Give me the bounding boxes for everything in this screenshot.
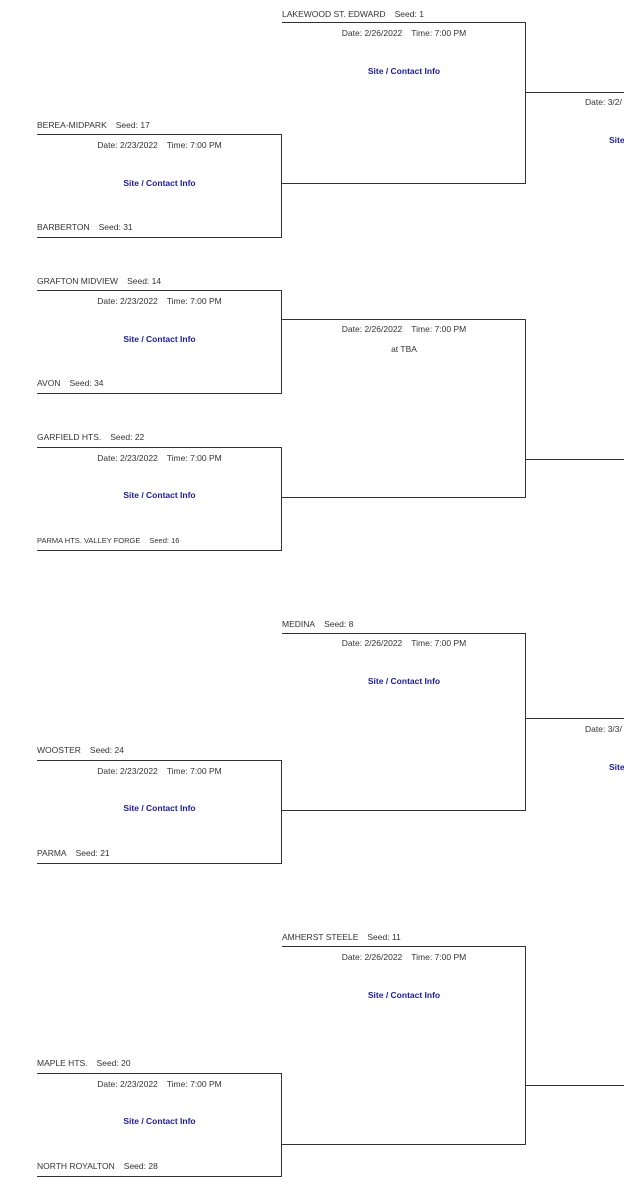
team-top: MAPLE HTS.Seed: 20 [37, 1058, 131, 1068]
team-line [282, 810, 526, 811]
team-line [525, 1085, 624, 1086]
bracket-box [282, 946, 526, 1145]
team-line [37, 237, 282, 238]
site-location: at TBA [391, 344, 417, 354]
site-contact-link[interactable]: Site / Contact Info [123, 1116, 196, 1126]
team-line [525, 92, 624, 93]
team-line [37, 550, 282, 551]
site-contact-link-partial[interactable]: Site [609, 762, 624, 772]
team-line [37, 393, 282, 394]
bracket-box [282, 22, 526, 184]
game-date-partial: Date: 3/3/ [585, 724, 622, 734]
team-line [525, 459, 624, 460]
team-line [282, 183, 526, 184]
site-contact-link[interactable]: Site / Contact Info [123, 490, 196, 500]
team-line [282, 1144, 526, 1145]
site-contact-link[interactable]: Site / Contact Info [123, 803, 196, 813]
bracket-box [37, 447, 282, 551]
site-contact-link[interactable]: Site / Contact Info [367, 990, 441, 1000]
site-contact-link[interactable]: Site / Contact Info [123, 178, 196, 188]
game-date-partial: Date: 3/2/ [585, 97, 622, 107]
bracket-box [37, 134, 282, 238]
site-contact-link[interactable]: Site / Contact Info [367, 676, 441, 686]
site-contact-link[interactable]: Site / Contact Info [367, 66, 441, 76]
bracket-box [282, 319, 526, 498]
team-line [37, 1176, 282, 1177]
bracket-box [37, 1073, 282, 1177]
bracket-box [282, 633, 526, 811]
bracket-box [37, 760, 282, 864]
site-contact-link[interactable]: Site / Contact Info [123, 334, 196, 344]
team-top: GARFIELD HTS.Seed: 22 [37, 432, 145, 442]
team-line [282, 497, 526, 498]
site-contact-link-partial[interactable]: Site [609, 135, 624, 145]
team-line [525, 718, 624, 719]
team-line [37, 863, 282, 864]
bracket-box [37, 290, 282, 394]
